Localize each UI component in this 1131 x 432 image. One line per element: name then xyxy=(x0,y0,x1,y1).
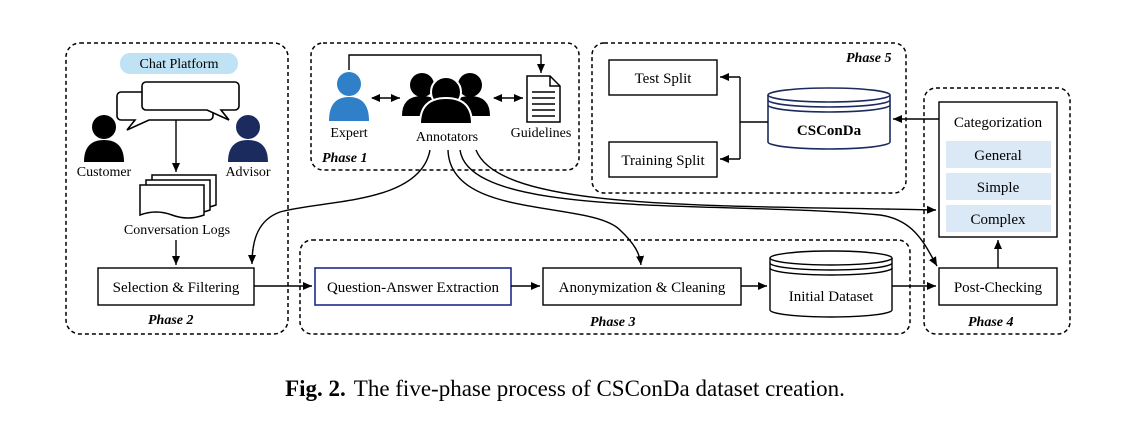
customer-label: Customer xyxy=(77,165,132,180)
category-general-label: General xyxy=(974,148,1021,164)
selection-filtering-label: Selection & Filtering xyxy=(113,280,240,296)
figure-caption: Fig. 2. The five-phase process of CSConDa… xyxy=(285,376,845,401)
anonymization-label: Anonymization & Cleaning xyxy=(559,280,726,296)
guidelines-label: Guidelines xyxy=(511,126,572,141)
phase3-container xyxy=(299,239,911,335)
post-checking-label: Post-Checking xyxy=(954,280,1043,296)
arrow-expert-to-guidelines xyxy=(348,54,545,73)
category-simple xyxy=(946,173,1051,200)
category-general xyxy=(946,141,1051,168)
chat-platform-label: Chat Platform xyxy=(140,57,219,72)
selection-filtering-box xyxy=(97,267,255,306)
categorization-label: Categorization xyxy=(954,115,1043,131)
arrow-csconda-to-splits xyxy=(739,77,768,123)
category-complex-label: Complex xyxy=(971,212,1026,228)
initial-dataset-label: Initial Dataset xyxy=(789,289,874,305)
expert-label: Expert xyxy=(330,126,367,141)
category-simple-label: Simple xyxy=(977,180,1020,196)
customer-icon xyxy=(84,115,124,162)
curve-annotators-to-categorization xyxy=(475,149,937,214)
conversation-logs-icon xyxy=(139,174,217,219)
advisor-icon xyxy=(228,115,268,162)
test-split-label: Test Split xyxy=(635,71,693,87)
category-complex xyxy=(946,205,1051,232)
curve-annotators-to-postcheck xyxy=(459,149,938,267)
phase5-label: Phase 5 xyxy=(846,51,892,66)
phase1-container xyxy=(310,42,580,171)
guidelines-document-icon xyxy=(526,75,561,123)
csconda-label: CSConDa xyxy=(797,123,862,139)
phase1-label: Phase 1 xyxy=(322,151,368,166)
caption-label: Fig. 2. xyxy=(285,376,346,401)
chat-bubbles-icon xyxy=(116,81,240,131)
chat-platform-pill xyxy=(120,53,238,74)
annotators-label: Annotators xyxy=(416,130,478,145)
annotators-icon xyxy=(402,73,490,125)
phase3-label: Phase 3 xyxy=(590,315,636,330)
curve-annotators-to-selection xyxy=(248,149,431,265)
advisor-label: Advisor xyxy=(225,165,270,180)
qa-extraction-label: Question-Answer Extraction xyxy=(327,280,500,296)
training-split-label: Training Split xyxy=(621,153,705,169)
initial-dataset-cylinder xyxy=(769,250,893,318)
caption-text: The five-phase process of CSConDa datase… xyxy=(354,376,845,401)
csconda-cylinder xyxy=(767,87,891,150)
test-split-box xyxy=(608,59,718,96)
phase2-container xyxy=(65,42,289,335)
phase4-container xyxy=(923,87,1071,335)
phase5-container xyxy=(591,42,907,194)
curve-annotators-to-anonymization xyxy=(447,149,645,266)
phase2-label: Phase 2 xyxy=(148,313,194,328)
conversation-logs-label: Conversation Logs xyxy=(124,223,230,238)
expert-icon xyxy=(329,72,369,121)
phase4-label: Phase 4 xyxy=(968,315,1014,330)
qa-extraction-box xyxy=(314,267,512,306)
training-split-box xyxy=(608,141,718,178)
